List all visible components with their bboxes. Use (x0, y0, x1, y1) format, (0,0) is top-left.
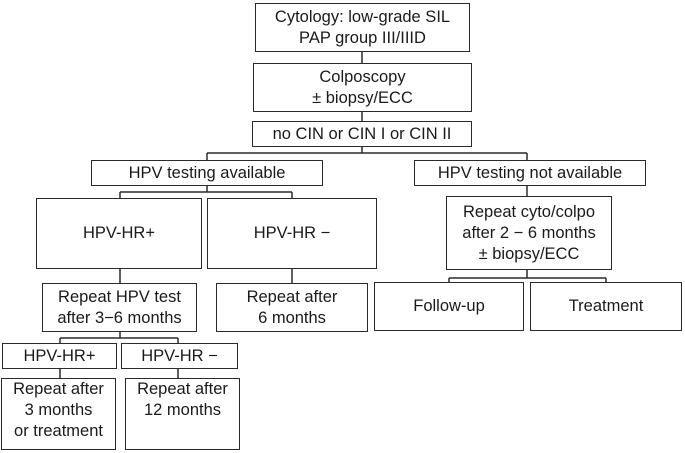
follow-up-box: Follow-up (374, 282, 524, 331)
treatment-box: Treatment (530, 282, 682, 331)
repeat-hpv-test-box: Repeat HPV test after 3−6 months (42, 283, 197, 332)
repeat-after-6-box: Repeat after 6 months (216, 283, 368, 332)
hpv-hr-neg-2-label: HPV-HR − (141, 346, 218, 365)
colposcopy-box: Colposcopy ± biopsy/ECC (253, 63, 472, 112)
repeat-after-3-label: Repeat after 3 months or treatment (13, 379, 104, 440)
repeat-cyto-colpo-box: Repeat cyto/colpo after 2 − 6 months ± b… (446, 196, 612, 270)
repeat-after-3-box: Repeat after 3 months or treatment (1, 378, 116, 450)
no-cin-box: no CIN or CIN I or CIN II (252, 121, 472, 147)
colposcopy-label: Colposcopy ± biopsy/ECC (312, 67, 413, 107)
hpv-available-label: HPV testing available (128, 163, 286, 182)
hpv-not-available-label: HPV testing not available (437, 163, 623, 182)
repeat-after-6-label: Repeat after 6 months (246, 287, 338, 327)
repeat-after-12-label: Repeat after 12 months (137, 380, 228, 419)
hpv-hr-neg-box: HPV-HR − (207, 198, 377, 269)
repeat-hpv-test-label: Repeat HPV test after 3−6 months (57, 287, 182, 327)
follow-up-label: Follow-up (413, 297, 485, 315)
repeat-cyto-colpo-label: Repeat cyto/colpo after 2 − 6 months ± b… (462, 202, 596, 263)
repeat-after-12-box: Repeat after 12 months (125, 378, 240, 450)
hpv-not-available-box: HPV testing not available (414, 160, 646, 186)
cytology-box: Cytology: low-grade SIL PAP group III/II… (255, 3, 470, 52)
hpv-hr-pos-label: HPV-HR+ (83, 224, 155, 242)
hpv-hr-neg-2-box: HPV-HR − (121, 343, 238, 369)
hpv-hr-pos-box: HPV-HR+ (36, 198, 202, 269)
hpv-hr-pos-2-label: HPV-HR+ (23, 346, 96, 365)
hpv-hr-neg-label: HPV-HR − (253, 224, 331, 242)
hpv-available-box: HPV testing available (91, 160, 323, 186)
hpv-hr-pos-2-box: HPV-HR+ (2, 343, 117, 369)
treatment-label: Treatment (568, 297, 644, 315)
no-cin-label: no CIN or CIN I or CIN II (272, 124, 452, 143)
cytology-label: Cytology: low-grade SIL PAP group III/II… (274, 7, 451, 47)
